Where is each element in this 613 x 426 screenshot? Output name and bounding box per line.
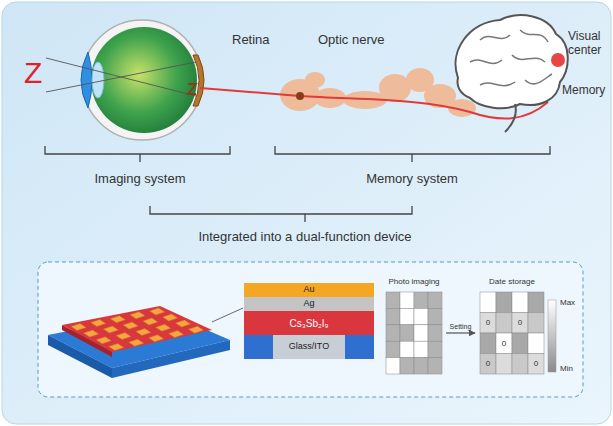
brain (456, 15, 568, 132)
edge-label: Setting (450, 323, 472, 331)
photo-imaging-grid (386, 292, 442, 374)
scale-label: Min (560, 364, 573, 373)
data-storage-grid (480, 292, 544, 374)
bracket (275, 146, 550, 162)
visual-center-dot (551, 53, 565, 67)
part-label: Retina (232, 33, 270, 48)
layer-name: Ag (303, 299, 314, 309)
layer-name: Glass/ITO (289, 342, 329, 352)
scale-label: Max (560, 298, 575, 307)
part-label: Visual center (568, 30, 610, 58)
panel-title: Date storage (489, 278, 535, 287)
layer-name: Au (303, 285, 314, 295)
system-label: Memory system (366, 172, 458, 187)
cell-value: 0 (486, 318, 490, 327)
layer-box: Ag (244, 297, 374, 311)
cell-value: 0 (518, 318, 522, 327)
color-bar (548, 300, 556, 372)
layer-name: Cs₃Sb₂I₉ (289, 318, 328, 329)
layer-box: Cs₃Sb₂I₉ (244, 311, 374, 335)
panel-title: Photo imaging (388, 278, 439, 287)
system-label: Imaging system (94, 172, 185, 187)
device-chip (48, 306, 243, 378)
cell-value: 0 (502, 339, 506, 348)
layer-box: Au (244, 283, 374, 297)
part-label: Optic nerve (318, 33, 384, 48)
layer-box: Glass/ITO (244, 335, 374, 359)
image-panel: Photo imaging (383, 278, 445, 376)
synapse (296, 92, 304, 100)
bracket (45, 146, 230, 162)
device-frame (38, 262, 583, 397)
bracket (150, 206, 412, 222)
cell-value: 0 (534, 359, 538, 368)
arrow-connector (446, 332, 475, 333)
part-label: Memory (562, 84, 605, 98)
caption-label: Integrated into a dual-function device (198, 230, 411, 245)
image-panel: Date storage (476, 278, 548, 376)
cell-value: 0 (486, 359, 490, 368)
eye (46, 20, 204, 140)
optic-nerve (280, 68, 476, 117)
object-letter: Z (24, 56, 42, 91)
